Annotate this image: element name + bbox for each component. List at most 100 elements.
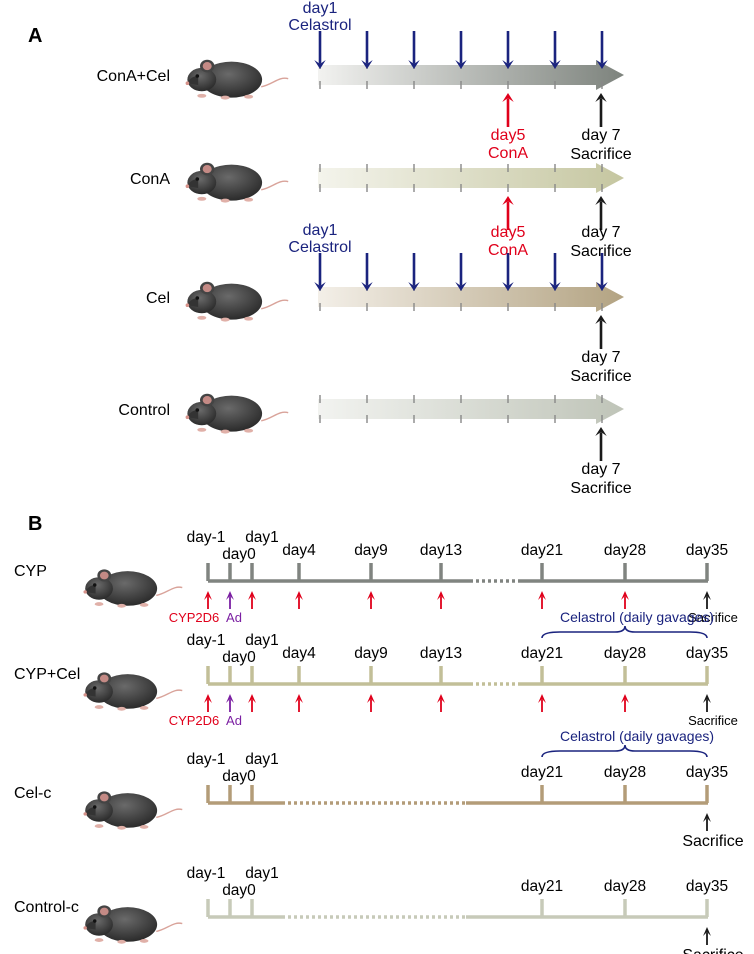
sacrifice-label: Sacrifice (682, 947, 743, 954)
cona-label: ConA (488, 242, 528, 259)
celastrol-down-arrow-icon (549, 31, 561, 69)
injection-up-arrow-icon (367, 591, 375, 609)
mouse-icon (82, 904, 183, 945)
day-label: day4 (282, 542, 316, 559)
injection-up-arrow-icon (204, 694, 212, 712)
mouse-icon (184, 59, 289, 101)
celastrol-down-arrow-icon (455, 31, 467, 69)
day-label: day35 (686, 645, 728, 662)
injection-up-arrow-icon (437, 694, 445, 712)
day-label: day1 (245, 751, 279, 768)
sacrifice-label: Sacrifice (570, 368, 631, 385)
day-label: day21 (521, 878, 563, 895)
sacrifice-up-arrow-icon (595, 427, 607, 461)
celastrol-day-label: day1 (303, 0, 338, 17)
celastrol-down-arrow-icon (455, 253, 467, 291)
celastrol-gavage-label: Celastrol (daily gavages) (560, 728, 714, 744)
day-label: day28 (604, 878, 646, 895)
celastrol-down-arrow-icon (596, 253, 608, 291)
day-label: day-1 (187, 865, 226, 882)
celastrol-down-arrow-icon (361, 31, 373, 69)
day-label: day-1 (187, 632, 226, 649)
day-label: day1 (245, 529, 279, 546)
group-label: Cel-c (14, 785, 51, 802)
group-label: Control-c (14, 899, 79, 916)
sacrifice-up-arrow-icon (703, 927, 711, 945)
group-label: CYP+Cel (14, 666, 80, 683)
celastrol-down-arrow-icon (502, 253, 514, 291)
day-label: day-1 (187, 751, 226, 768)
injection-up-arrow-icon (248, 694, 256, 712)
sacrifice-label: Sacrifice (570, 243, 631, 260)
celastrol-down-arrow-icon (408, 253, 420, 291)
sacrifice-label: Sacrifice (688, 610, 738, 625)
cona-day-label: day5 (491, 224, 526, 241)
day-label: day-1 (187, 529, 226, 546)
sacrifice-day-label: day 7 (581, 127, 620, 144)
group-label: Control (118, 402, 170, 419)
cona-day-label: day5 (491, 127, 526, 144)
celastrol-bracket (541, 625, 708, 639)
ad-up-arrow-icon (226, 694, 234, 712)
group-label: Cel (146, 290, 170, 307)
day-label: day21 (521, 645, 563, 662)
day-label: day13 (420, 542, 462, 559)
celastrol-bracket (541, 744, 708, 758)
day-label: day1 (245, 632, 279, 649)
day-label: day28 (604, 542, 646, 559)
cyp2d6-label: CYP2D6 (169, 713, 220, 728)
sacrifice-up-arrow-icon (595, 196, 607, 230)
celastrol-gavage-label: Celastrol (daily gavages) (560, 609, 714, 625)
sacrifice-up-arrow-icon (595, 93, 607, 127)
cyp2d6-label: CYP2D6 (169, 610, 220, 625)
day-label: day0 (222, 768, 256, 785)
celastrol-label: Celastrol (288, 17, 351, 34)
mouse-icon (184, 393, 289, 435)
injection-up-arrow-icon (248, 591, 256, 609)
injection-up-arrow-icon (538, 694, 546, 712)
injection-up-arrow-icon (621, 694, 629, 712)
day-label: day0 (222, 882, 256, 899)
sacrifice-label: Sacrifice (682, 833, 743, 850)
sacrifice-label: Sacrifice (688, 713, 738, 728)
timeline-band-arrow (318, 60, 624, 90)
celastrol-day-label: day1 (303, 222, 338, 239)
celastrol-label: Celastrol (288, 239, 351, 256)
day-label: day28 (604, 645, 646, 662)
injection-up-arrow-icon (204, 591, 212, 609)
cona-up-arrow-icon (502, 93, 514, 127)
sacrifice-up-arrow-icon (703, 813, 711, 831)
celastrol-down-arrow-icon (549, 253, 561, 291)
day-label: day4 (282, 645, 316, 662)
injection-up-arrow-icon (621, 591, 629, 609)
ad-up-arrow-icon (226, 591, 234, 609)
timeline-band-arrow (318, 163, 624, 193)
injection-up-arrow-icon (437, 591, 445, 609)
ad-label: Ad (226, 713, 242, 728)
day-label: day9 (354, 542, 388, 559)
timeline-band-arrow (318, 282, 624, 312)
mouse-icon (82, 568, 183, 609)
sacrifice-up-arrow-icon (703, 591, 711, 609)
celastrol-down-arrow-icon (361, 253, 373, 291)
day-label: day9 (354, 645, 388, 662)
sacrifice-up-arrow-icon (595, 315, 607, 349)
day-label: day35 (686, 764, 728, 781)
mouse-icon (82, 671, 183, 712)
timeline-band-arrow (318, 394, 624, 424)
panel-a-letter: A (28, 25, 42, 47)
celastrol-down-arrow-icon (314, 253, 326, 291)
group-label: CYP (14, 563, 47, 580)
day-label: day35 (686, 542, 728, 559)
celastrol-down-arrow-icon (408, 31, 420, 69)
sacrifice-day-label: day 7 (581, 461, 620, 478)
day-label: day0 (222, 649, 256, 666)
